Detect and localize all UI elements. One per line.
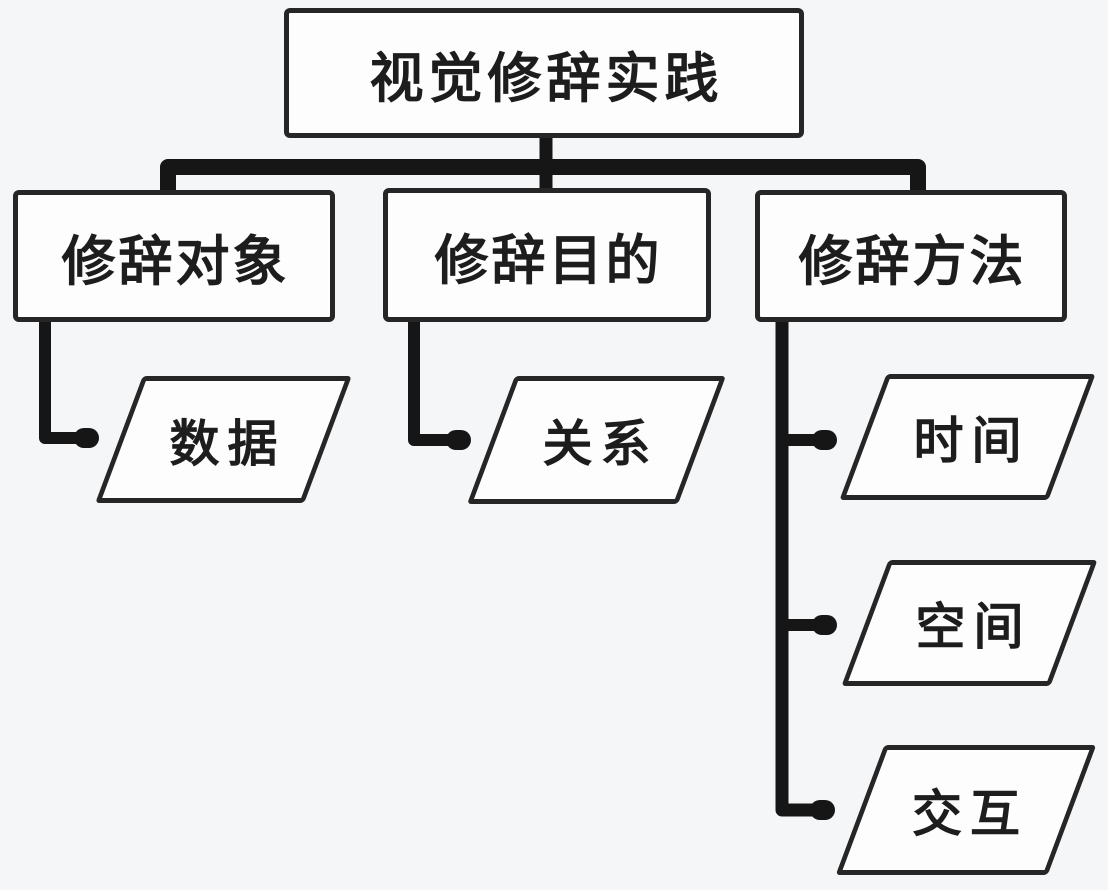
node-root: 视觉修辞实践 (284, 8, 804, 138)
node-rhetoric-object: 修辞对象 (13, 190, 335, 322)
leaf-relation-label: 关系 (542, 416, 659, 472)
node-rhetoric-purpose-label: 修辞目的 (434, 230, 663, 291)
connector-root-bar (160, 159, 926, 210)
leaf-space-label: 空间 (915, 599, 1032, 655)
leaf-data: 数据 (95, 376, 352, 503)
node-rhetoric-method: 修辞方法 (755, 190, 1067, 322)
leaf-relation: 关系 (467, 376, 726, 504)
node-rhetoric-method-label: 修辞方法 (798, 231, 1027, 292)
connector-method-trunk (775, 311, 829, 817)
leaf-interaction: 交互 (835, 745, 1097, 875)
connector-object-data (39, 310, 92, 444)
node-rhetoric-object-label: 修辞对象 (61, 231, 290, 292)
node-root-label: 视觉修辞实践 (369, 48, 724, 109)
leaf-time-label: 时间 (913, 413, 1030, 469)
leaf-space: 空间 (841, 560, 1098, 686)
node-rhetoric-purpose: 修辞目的 (383, 188, 711, 322)
leaf-interaction-label: 交互 (912, 786, 1028, 842)
connector-purpose-relation (408, 312, 464, 446)
leaf-data-label: 数据 (169, 415, 286, 472)
leaf-time: 时间 (839, 374, 1096, 500)
